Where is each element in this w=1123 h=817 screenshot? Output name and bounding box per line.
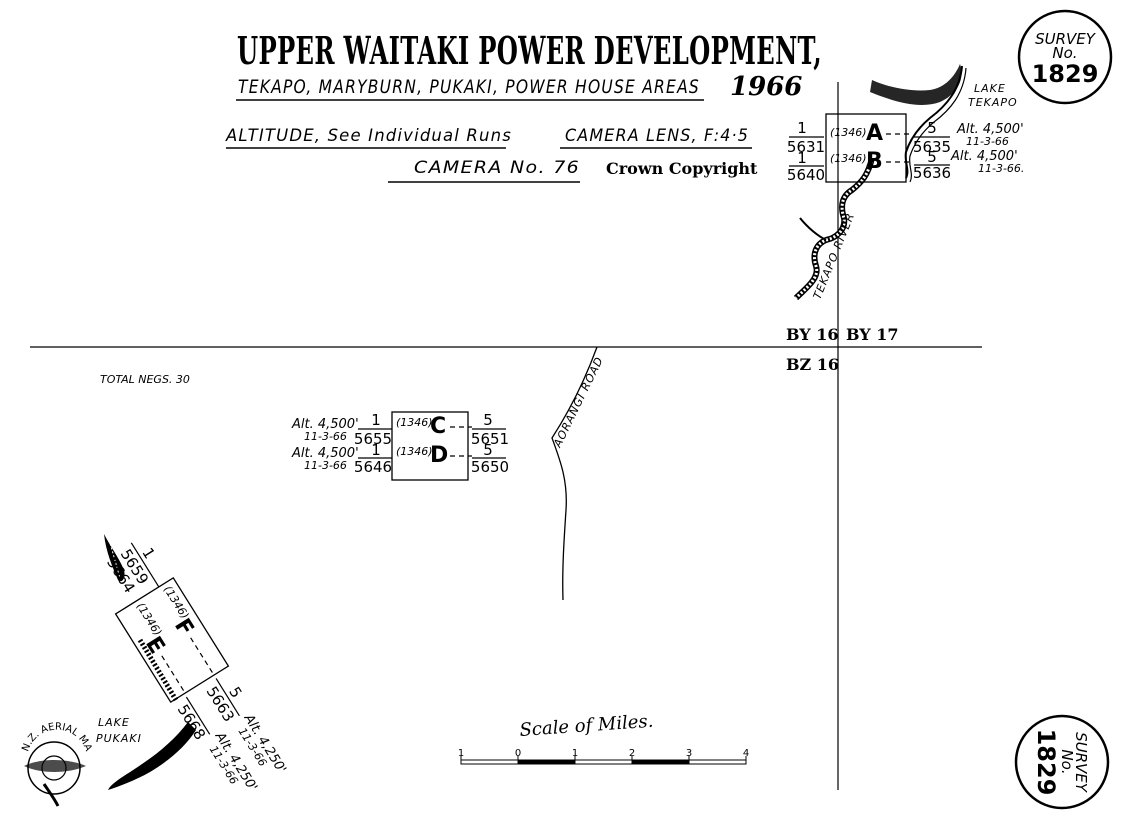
scale-tick-label: 1	[572, 748, 578, 759]
svg-text:SURVEY: SURVEY	[1035, 30, 1097, 48]
run-f: 1 5659 (1346) F 5 5663 Alt. 4,250' 11-3-…	[117, 542, 289, 776]
svg-text:5650: 5650	[471, 458, 509, 476]
svg-text:Alt. 4,500': Alt. 4,500'	[291, 446, 359, 461]
map-subtitle: TEKAPO, MARYBURN, PUKAKI, POWER HOUSE AR…	[238, 76, 700, 98]
svg-text:C: C	[430, 414, 446, 439]
svg-text:5: 5	[483, 441, 493, 459]
camera-lens: CAMERA LENS, F:4·5	[565, 126, 749, 146]
svg-text:A: A	[866, 121, 883, 146]
scale-tick-label: 1	[458, 748, 464, 759]
run-a: 1 5631 (1346) A 5 5635 Alt. 4,500' 11-3-…	[787, 119, 1024, 156]
svg-text:5635: 5635	[913, 138, 951, 156]
runs-ef-group: 1 5659 (1346) F 5 5663 Alt. 4,250' 11-3-…	[103, 542, 289, 794]
scale-segment	[631, 759, 690, 765]
tekapo-river	[793, 157, 875, 301]
sheet-label-bz16: BZ 16	[786, 355, 839, 374]
scale-tick-label: 2	[629, 748, 635, 759]
svg-text:1: 1	[371, 411, 381, 429]
svg-text:Alt. 4,500': Alt. 4,500'	[956, 122, 1024, 137]
altitude-note: ALTITUDE, See Individual Runs	[225, 126, 512, 146]
survey-badge-bottom: SURVEY No. 1829	[1014, 714, 1110, 810]
nz-aerial-mapping-logo: N.Z. AERIAL MAPPING LTD.	[0, 0, 94, 807]
map-year: 1966	[730, 72, 802, 102]
scale-segment	[517, 759, 576, 765]
svg-text:5636: 5636	[913, 164, 951, 182]
svg-text:11-3-66: 11-3-66	[304, 430, 347, 443]
run-b: 1 5640 (1346) B 5 5636 Alt. 4,500' 11-3-…	[787, 148, 1025, 184]
svg-text:No.: No.	[1058, 749, 1076, 774]
svg-text:(1346): (1346)	[396, 416, 433, 429]
svg-text:5: 5	[927, 148, 937, 166]
label-tekapo-river: TEKAPO RIVER	[811, 211, 858, 301]
svg-text:5646: 5646	[354, 458, 392, 476]
label-lake-pukaki: LAKE	[98, 716, 130, 729]
sheet-label-by17: BY 17	[846, 325, 899, 344]
scale-tick-label: 3	[686, 748, 692, 759]
scale-segment	[574, 759, 633, 765]
map-title: UPPER WAITAKI POWER DEVELOPMENT,	[237, 28, 822, 73]
run-c: Alt. 4,500' 11-3-66 1 5655 (1346) C 5 56…	[291, 411, 509, 448]
svg-text:5651: 5651	[471, 430, 509, 448]
svg-text:1: 1	[371, 441, 381, 459]
svg-text:B: B	[866, 149, 883, 174]
label-lake-tekapo: LAKE	[974, 82, 1006, 95]
camera-number: CAMERA No. 76	[414, 158, 580, 178]
coverage-box-cd	[391, 411, 469, 481]
svg-text:5640: 5640	[787, 166, 825, 184]
scale-tick-label: 4	[743, 748, 749, 759]
scale-segment	[688, 759, 747, 765]
total-negatives: TOTAL NEGS. 30	[100, 373, 190, 386]
svg-text:(1346): (1346)	[396, 445, 433, 458]
svg-text:Alt. 4,500': Alt. 4,500'	[291, 417, 359, 432]
aorangi-road	[551, 346, 598, 601]
sheet-label-by16: BY 16	[786, 325, 839, 344]
svg-text:11-3-66: 11-3-66	[304, 459, 347, 472]
svg-text:1: 1	[797, 119, 807, 137]
crown-copyright: Crown Copyright	[606, 159, 758, 178]
svg-text:1: 1	[797, 149, 807, 167]
svg-text:1829: 1829	[1032, 60, 1099, 88]
svg-text:1829: 1829	[1032, 729, 1060, 796]
pukaki-shoreline-north	[104, 534, 125, 582]
run-d: Alt. 4,500' 11-3-66 1 5646 (1346) D 5 56…	[291, 441, 509, 476]
svg-text:5631: 5631	[787, 138, 825, 156]
coverage-box-ef	[114, 576, 230, 704]
label-lake-tekapo-2: TEKAPO	[968, 96, 1018, 109]
logo-text: N.Z. AERIAL MAPPING LTD.	[0, 0, 94, 753]
svg-text:F: F	[169, 614, 198, 640]
lake-tekapo-shoreline	[870, 64, 967, 183]
svg-text:5655: 5655	[354, 430, 392, 448]
scale-bar	[460, 756, 747, 765]
svg-text:Alt. 4,500': Alt. 4,500'	[950, 149, 1018, 164]
svg-text:11-3-66.: 11-3-66.	[978, 162, 1024, 175]
scale-tick-label: 0	[515, 748, 521, 759]
label-lake-pukaki-2: PUKAKI	[96, 732, 142, 745]
pukaki-shoreline-south	[108, 722, 196, 790]
scale-segment	[460, 759, 519, 765]
coverage-box-ab	[825, 113, 907, 183]
svg-text:E: E	[140, 632, 169, 658]
svg-text:D: D	[430, 443, 448, 468]
svg-text:11-3-66: 11-3-66	[966, 135, 1009, 148]
svg-text:5: 5	[927, 119, 937, 137]
svg-text:(1346): (1346)	[830, 152, 867, 165]
survey-badge-top: SURVEY No. 1829	[1017, 9, 1113, 105]
svg-text:(1346): (1346)	[830, 126, 867, 139]
svg-text:5: 5	[483, 411, 493, 429]
label-aorangi-road: AORANGI ROAD	[551, 355, 607, 451]
svg-text:N.Z. AERIAL MAPPING LTD.: N.Z. AERIAL MAPPING LTD.	[0, 0, 94, 753]
scale-title: Scale of Miles.	[519, 711, 654, 741]
svg-text:SURVEY: SURVEY	[1072, 732, 1090, 794]
svg-text:No.: No.	[1052, 44, 1077, 62]
